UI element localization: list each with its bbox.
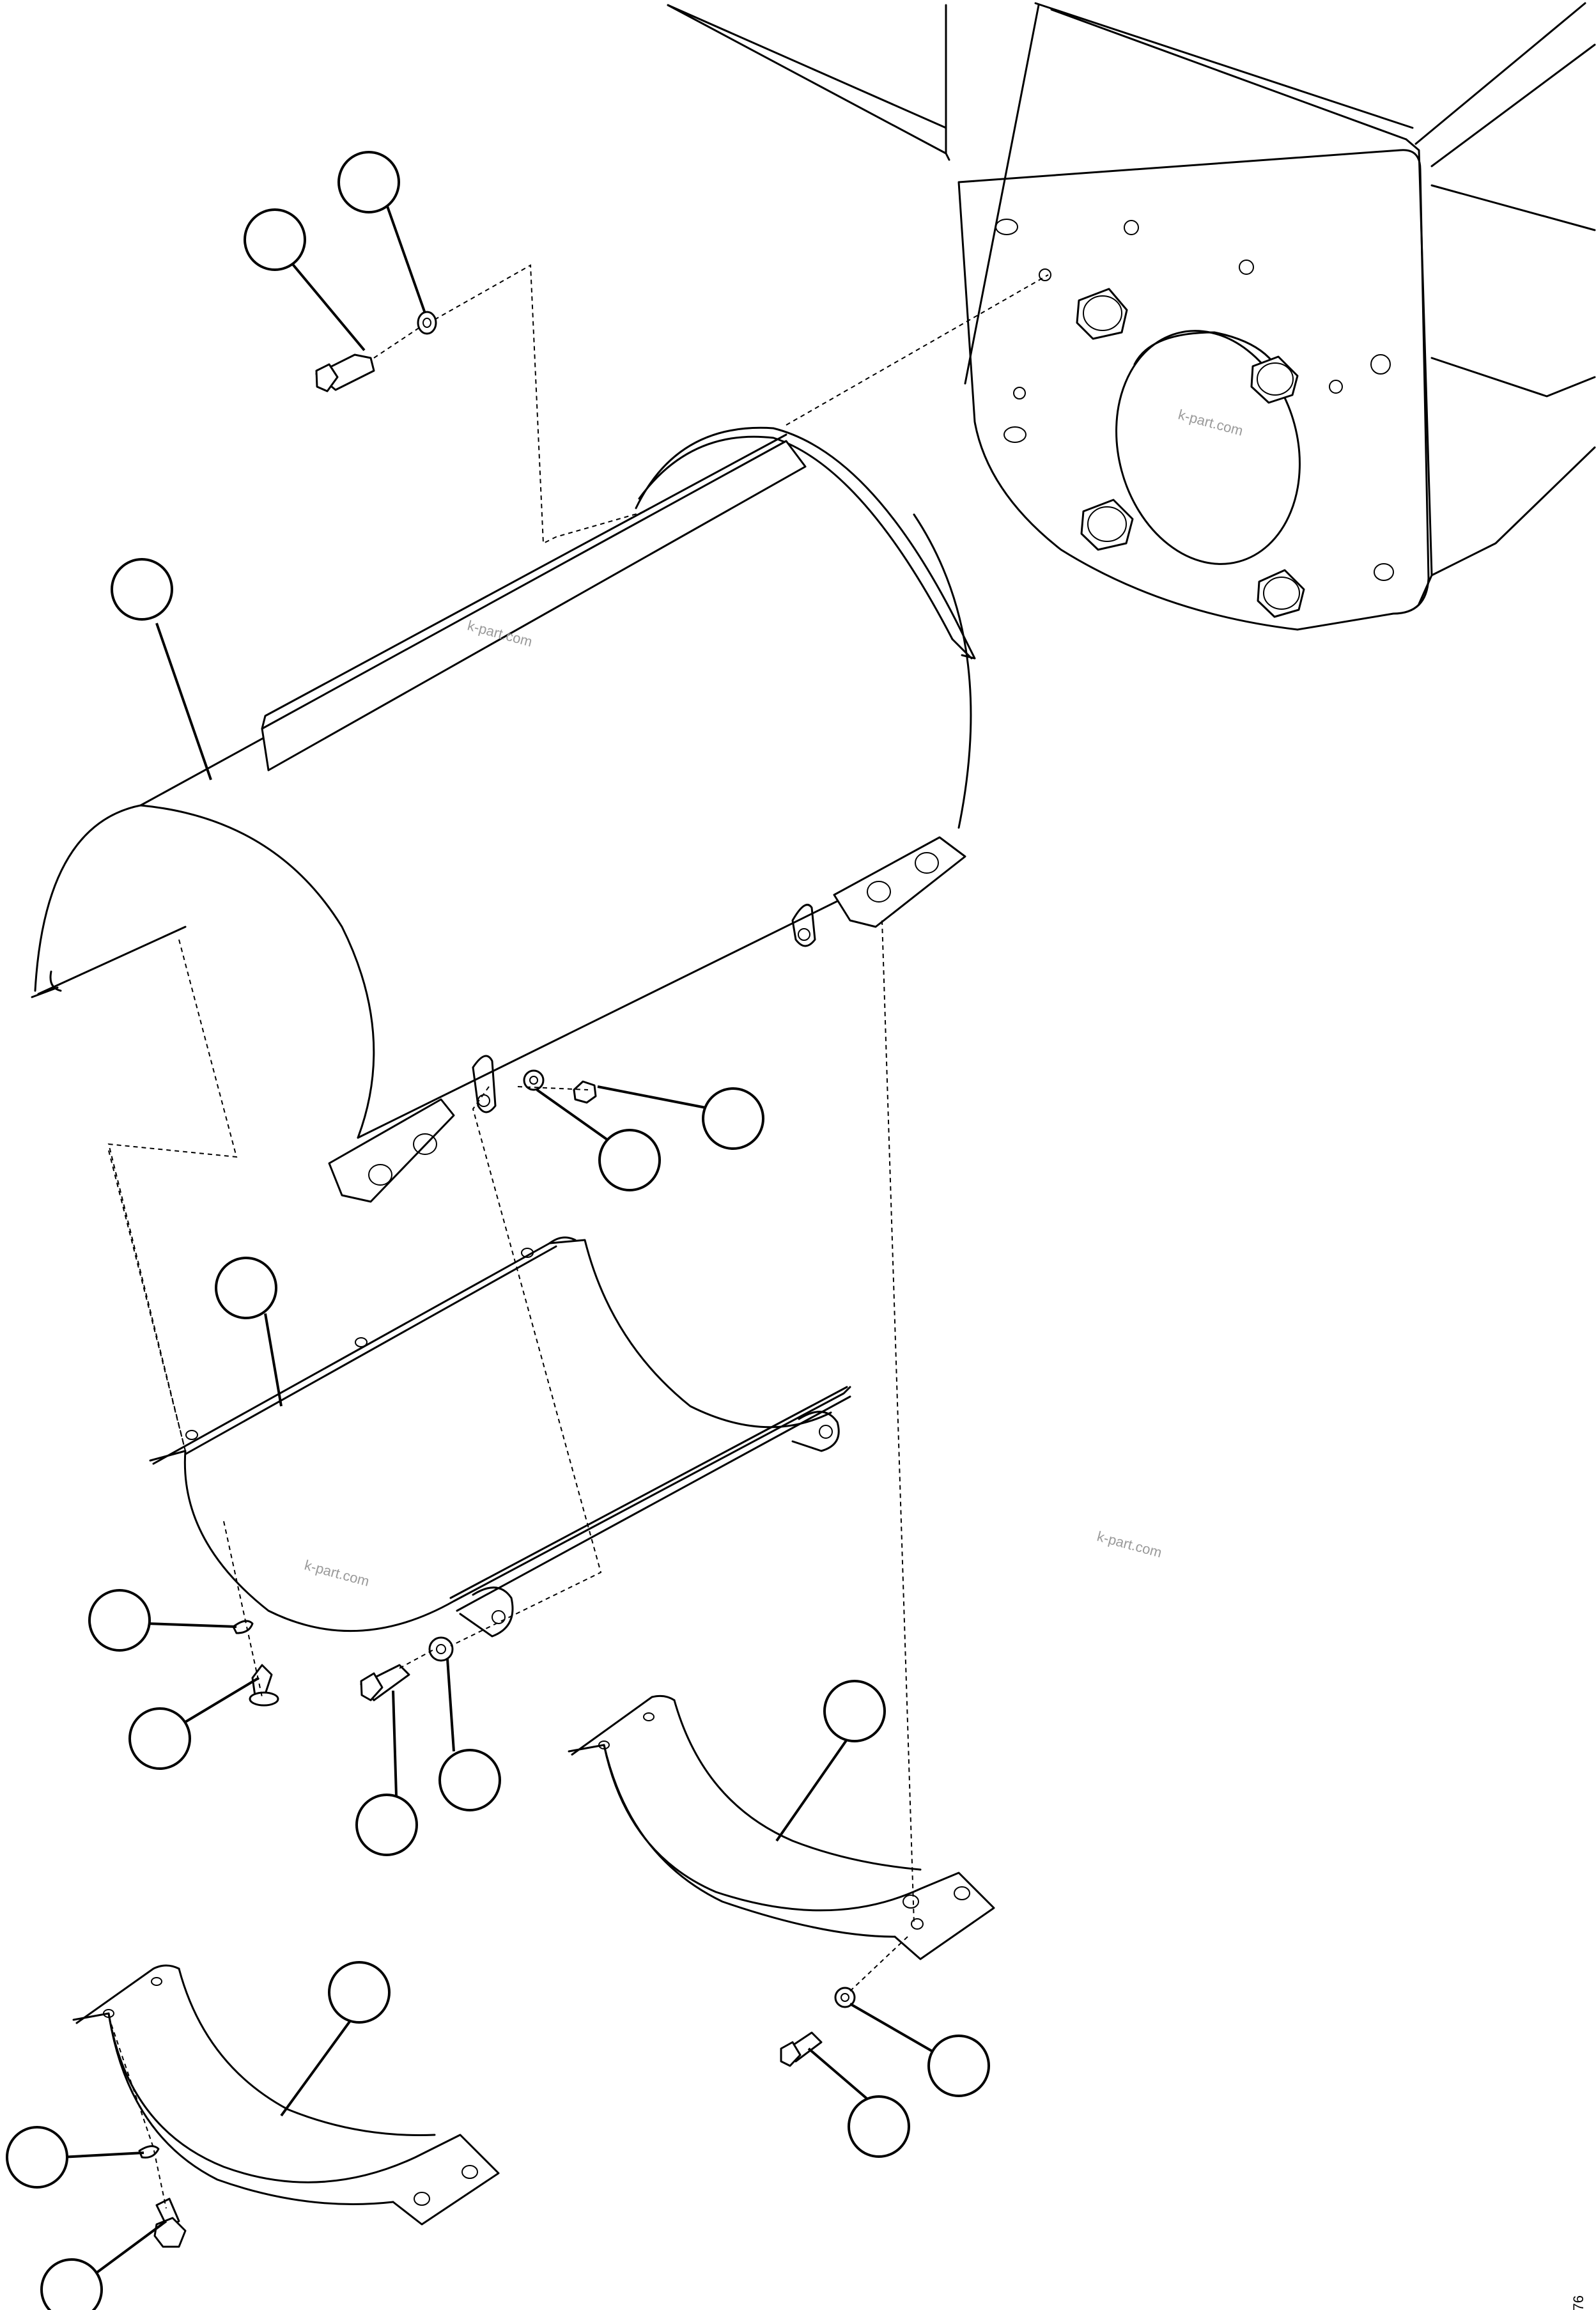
lower-left-strap: [72, 1964, 500, 2226]
callout-4: [702, 1087, 764, 1150]
callout-13: [927, 2035, 990, 2097]
bolt-head-2: [1250, 355, 1299, 404]
watermark-3: k-part.com: [303, 1557, 371, 1590]
callout-1: [244, 208, 306, 271]
upper-shield: [31, 426, 976, 1203]
callout-5: [598, 1129, 661, 1191]
callout-12: [328, 1961, 391, 2024]
watermark-1: k-part.com: [1177, 407, 1245, 439]
callout-7: [88, 1589, 151, 1652]
callout-14: [848, 2095, 910, 2158]
bolt-head-4: [1257, 569, 1305, 618]
drawing-code: 6676: [1570, 2295, 1586, 2310]
callout-6: [215, 1257, 277, 1319]
callout-3: [111, 558, 173, 621]
lower-right-strap: [568, 1694, 995, 1960]
callout-16: [40, 2258, 103, 2310]
mounting-frame: [667, 2, 1596, 631]
assembly-lines: [107, 264, 1049, 2209]
bolt-head-1: [1076, 288, 1128, 340]
callout-10: [355, 1794, 418, 1856]
middle-shield: [149, 1236, 851, 1638]
bolt-head-3: [1080, 499, 1134, 551]
callouts: [6, 151, 990, 2310]
watermark-4: k-part.com: [1096, 1528, 1164, 1561]
callout-15: [6, 2126, 68, 2189]
callout-9: [438, 1749, 501, 1811]
callout-8: [128, 1707, 191, 1770]
callout-2: [337, 151, 400, 213]
callout-leaders: [60, 204, 934, 2286]
hardware: [138, 311, 856, 2248]
callout-11: [823, 1680, 886, 1742]
